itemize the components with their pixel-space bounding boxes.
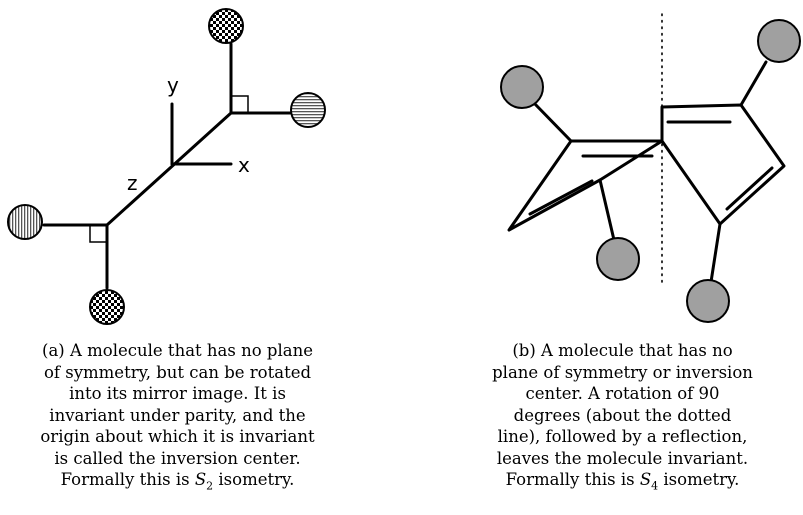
bond-upper-right	[739, 60, 768, 107]
molecule-a	[42, 42, 292, 290]
caption-b-line-2: plane of symmetry or inversion	[492, 362, 753, 382]
caption-b-line-4: degrees (about the dotted	[513, 405, 732, 425]
y-axis-label: y	[167, 73, 179, 97]
caption-b-subscript: 4	[651, 479, 659, 493]
atom-checkered-top	[208, 8, 244, 44]
x-axis-label: x	[238, 153, 250, 177]
caption-a-line-7: Formally this is	[60, 470, 190, 489]
caption-a: (a) A molecule that has no plane of symm…	[0, 340, 355, 497]
caption-b-tail: isometry.	[663, 470, 740, 489]
z-axis-label: z	[127, 171, 138, 195]
bond-lower-right	[709, 222, 722, 284]
atom-lower-right	[686, 279, 730, 323]
right-angle-marker-lower	[89, 225, 107, 243]
caption-a-line-4: invariant under parity, and the	[49, 405, 306, 425]
bond-upper-left	[532, 101, 573, 143]
bond-lower-left	[598, 178, 616, 242]
caption-a-line-3: into its mirror image. It is	[69, 384, 286, 403]
caption-a-line-5: origin about which it is invariant	[40, 427, 315, 446]
caption-a-label: (a)	[42, 341, 65, 360]
caption-b-line-3: center. A rotation of 90	[525, 384, 720, 403]
caption-b-label: (b)	[512, 341, 536, 360]
atom-lower-left	[596, 237, 640, 281]
atom-checkered-bottom	[89, 289, 125, 325]
caption-b-line-1: A molecule that has no	[541, 341, 733, 360]
caption-a-tail: isometry.	[218, 470, 295, 489]
caption-b-line-7: Formally this is	[505, 470, 635, 489]
caption-a-line-2: of symmetry, but can be rotated	[43, 362, 312, 382]
caption-a-line-6: is called the inversion center.	[54, 448, 301, 468]
caption-b: (b) A molecule that has no plane of symm…	[440, 340, 803, 497]
caption-b-line-6: leaves the molecule invariant.	[496, 448, 749, 468]
caption-a-subscript: 2	[206, 479, 214, 493]
caption-a-symbol: S	[194, 470, 207, 489]
atom-striped-right	[290, 92, 326, 128]
caption-b-line-5: line), followed by a reflection,	[497, 427, 748, 446]
left-ring-double-bond-2	[528, 179, 594, 216]
right-ring	[660, 103, 786, 226]
atom-striped-left	[7, 204, 43, 240]
central-bond	[105, 111, 233, 227]
molecule-b	[507, 13, 786, 285]
right-angle-marker-upper	[231, 95, 249, 113]
caption-a-line-1: A molecule that has no plane	[70, 341, 313, 360]
atom-upper-left	[500, 65, 544, 109]
atom-upper-right	[757, 19, 801, 63]
caption-b-symbol: S	[639, 470, 652, 489]
right-ring-double-bond-2	[725, 166, 774, 211]
